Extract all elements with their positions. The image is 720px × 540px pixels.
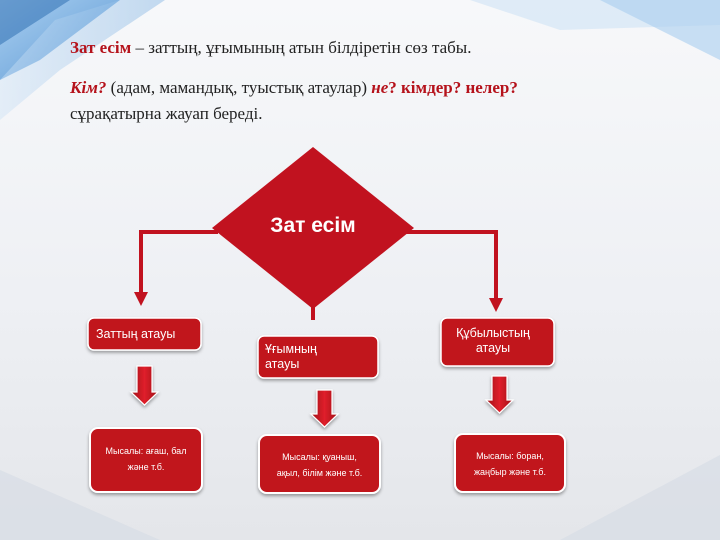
definition-line: Зат есім – заттың, ұғымының атын білдіре… bbox=[70, 38, 471, 58]
example-2-line-2: ақыл, білім және т.б. bbox=[276, 468, 363, 478]
branch-box-1 bbox=[87, 317, 202, 351]
example-3-line-2: жаңбыр және т.б. bbox=[474, 467, 546, 477]
connector-right bbox=[406, 230, 498, 300]
definition-term: Зат есім bbox=[70, 38, 132, 57]
connector-right-arrowhead bbox=[489, 298, 503, 312]
down-arrow-1 bbox=[129, 365, 160, 406]
question-ne: не bbox=[371, 78, 389, 97]
questions-line-2: сұрақатырна жауап береді. bbox=[70, 104, 263, 123]
example-3-line-1: Мысалы: боран, bbox=[476, 451, 544, 461]
question-ne-mark: ? bbox=[388, 78, 402, 97]
corner-shape-top-right-accent bbox=[600, 0, 720, 60]
definition-text: заттың, ұғымының атын білдіретін сөз таб… bbox=[148, 38, 472, 57]
question-kimder: кімдер? нелер? bbox=[401, 78, 518, 97]
branch-label-1: Заттың атауы bbox=[96, 327, 176, 341]
example-box-2 bbox=[258, 434, 381, 494]
down-arrows bbox=[129, 365, 515, 428]
example-box-3 bbox=[454, 433, 566, 493]
example-1-line-2: және т.б. bbox=[127, 462, 165, 472]
branch-box-3 bbox=[440, 317, 555, 367]
connector-left-arrowhead bbox=[134, 292, 148, 306]
down-arrow-3 bbox=[484, 375, 515, 414]
down-arrow-2 bbox=[309, 389, 340, 428]
corner-shape-top-left-dark bbox=[0, 0, 70, 45]
corner-shape-bottom-left bbox=[0, 470, 160, 540]
corner-shape-top-left-light bbox=[0, 0, 165, 120]
branch-label-3: Құбылыстың атауы bbox=[456, 326, 530, 355]
example-text-2: Мысалы: қуаныш, ақыл, білім және т.б. bbox=[261, 449, 378, 481]
connector-left bbox=[139, 230, 218, 294]
center-diamond bbox=[212, 147, 414, 309]
branch-label-2: Ұғымның атауы bbox=[265, 342, 317, 371]
example-box-1 bbox=[89, 427, 203, 493]
corner-shape-bottom-right bbox=[560, 455, 720, 540]
example-text-1: Мысалы: ағаш, бал және т.б. bbox=[92, 443, 200, 475]
branch-box-2 bbox=[257, 335, 379, 379]
question-note: (адам, мамандық, туыстық атаулар) bbox=[106, 78, 372, 97]
example-1-line-1: Мысалы: ағаш, бал bbox=[105, 446, 187, 456]
center-title: Зат есім bbox=[270, 214, 356, 237]
definition-dash: – bbox=[131, 38, 149, 57]
example-2-line-1: Мысалы: қуаныш, bbox=[282, 452, 357, 462]
example-text-3: Мысалы: боран, жаңбыр және т.б. bbox=[457, 448, 563, 480]
questions-line: Кім? (адам, мамандық, туыстық атаулар) н… bbox=[70, 78, 518, 98]
question-kim: Кім? bbox=[70, 78, 107, 97]
